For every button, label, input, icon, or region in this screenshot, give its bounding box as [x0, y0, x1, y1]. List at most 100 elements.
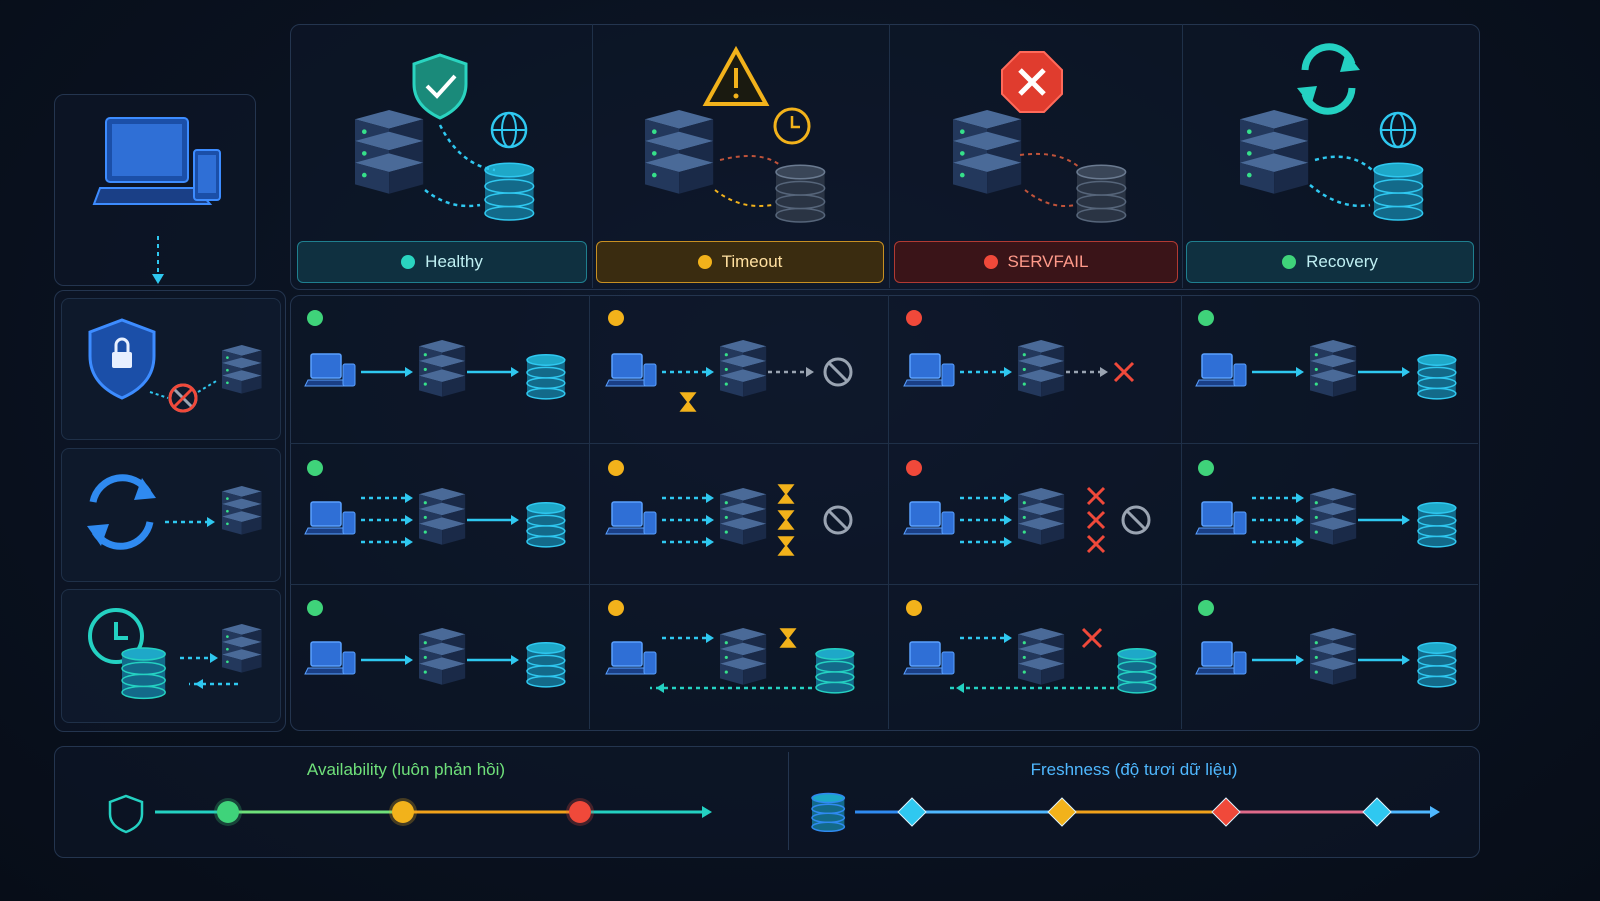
- server-icon: [1240, 110, 1309, 194]
- scenario-cell-r2-c1: [304, 460, 566, 548]
- scenario-cell-r1-c3: [903, 310, 1135, 397]
- status-dot: [608, 310, 624, 326]
- status-label: SERVFAIL: [1007, 252, 1089, 271]
- database-icon: [1373, 162, 1424, 221]
- flow-arrow: [1358, 367, 1410, 377]
- header-divider-1: [592, 24, 593, 288]
- server-icon: [720, 488, 767, 545]
- server-icon: [1310, 488, 1357, 545]
- status-dot: [307, 600, 323, 616]
- freshness-title: Freshness (độ tươi dữ liệu): [1030, 760, 1238, 779]
- flow-arrow: [1252, 367, 1304, 377]
- flow-arrow: [361, 367, 413, 377]
- scale-point: [897, 797, 927, 827]
- status-dot: [1198, 600, 1214, 616]
- database-icon: [815, 648, 855, 694]
- laptop-icon: [304, 353, 356, 387]
- laptop-icon: [903, 353, 955, 387]
- server-icon: [953, 110, 1022, 194]
- legend-divider: [788, 752, 789, 850]
- timeout-illustration: [645, 45, 826, 223]
- server-icon: [645, 110, 714, 194]
- scenario-cell-r3-c1: [304, 600, 566, 688]
- scale-point: [1211, 797, 1241, 827]
- flow-arrow: [662, 493, 714, 503]
- server-icon: [222, 624, 262, 673]
- server-icon: [1310, 340, 1357, 397]
- status-badge-servfail: SERVFAIL: [894, 241, 1178, 283]
- blocked-icon: [823, 505, 853, 535]
- flow-arrow: [189, 679, 238, 689]
- servfail-illustration: [953, 51, 1127, 223]
- flow-arrow: [768, 367, 814, 377]
- server-icon: [720, 340, 767, 397]
- scale-point: [1047, 797, 1077, 827]
- laptop-icon: [92, 117, 221, 205]
- header-divider-3: [1182, 24, 1183, 288]
- legend-panel: [54, 746, 1480, 858]
- flow-arrow: [1252, 537, 1304, 547]
- hourglass-icon: [777, 536, 795, 556]
- server-icon: [1018, 628, 1065, 685]
- scenario-cell-r3-c3: [903, 600, 1157, 694]
- server-icon: [720, 628, 767, 685]
- database-icon: [526, 642, 566, 688]
- flow-arrow: [960, 493, 1012, 503]
- flow-arrow: [662, 367, 714, 377]
- database-icon: [121, 647, 166, 700]
- status-dot: [1282, 255, 1297, 269]
- grid-hline-2: [290, 584, 1478, 585]
- status-dot: [1198, 310, 1214, 326]
- hourglass-icon: [779, 628, 797, 648]
- flow-arrow: [467, 515, 519, 525]
- flow-arrow: [361, 537, 413, 547]
- client-down-arrow: [152, 236, 164, 284]
- scenario-cell-r2-c4: [1195, 460, 1457, 548]
- grid-vline-1: [589, 295, 590, 729]
- recovery-illustration: [1240, 43, 1424, 221]
- status-dot: [906, 460, 922, 476]
- flow-arrow: [1358, 515, 1410, 525]
- status-dot: [697, 255, 712, 269]
- status-dot: [307, 310, 323, 326]
- server-icon: [1018, 488, 1065, 545]
- status-label: Recovery: [1306, 252, 1378, 271]
- shield-check-icon: [412, 53, 468, 120]
- header-illustrations: [355, 43, 1424, 223]
- flow-arrow: [960, 537, 1012, 547]
- status-dot: [608, 600, 624, 616]
- grid-vline-2: [888, 295, 889, 729]
- clock-database-icon: [88, 608, 144, 664]
- hourglass-icon: [777, 484, 795, 504]
- flow-arrow: [960, 367, 1012, 377]
- status-dot: [608, 460, 624, 476]
- database-icon: [1117, 648, 1157, 694]
- database-icon: [1417, 502, 1457, 548]
- status-dot: [401, 255, 416, 269]
- scenario-cell-r1-c1: [304, 310, 566, 400]
- x-icon: [1113, 361, 1135, 383]
- laptop-icon: [903, 641, 955, 675]
- scenario-cell-r3-c4: [1195, 600, 1457, 688]
- healthy-illustration: [355, 53, 535, 221]
- scenario-grid: [290, 295, 1480, 731]
- flow-arrow: [662, 537, 714, 547]
- flow-arrow: [165, 517, 215, 527]
- server-icon: [355, 110, 424, 194]
- status-dot: [983, 255, 998, 269]
- laptop-icon: [1195, 501, 1247, 535]
- scenario-flows: [87, 310, 1457, 700]
- status-label: Timeout: [721, 252, 783, 271]
- flow-arrow: [662, 515, 714, 525]
- flow-arrow: [662, 633, 714, 643]
- scenario-cell-r2-c2: [605, 460, 853, 556]
- server-icon: [1018, 340, 1065, 397]
- status-dot: [1198, 460, 1214, 476]
- flow-arrow: [950, 683, 1114, 693]
- scenario-cell-r3-c2: [605, 600, 855, 694]
- flow-arrow: [1066, 367, 1108, 377]
- status-label: Healthy: [425, 252, 483, 271]
- status-dot: [906, 600, 922, 616]
- server-icon: [222, 345, 262, 394]
